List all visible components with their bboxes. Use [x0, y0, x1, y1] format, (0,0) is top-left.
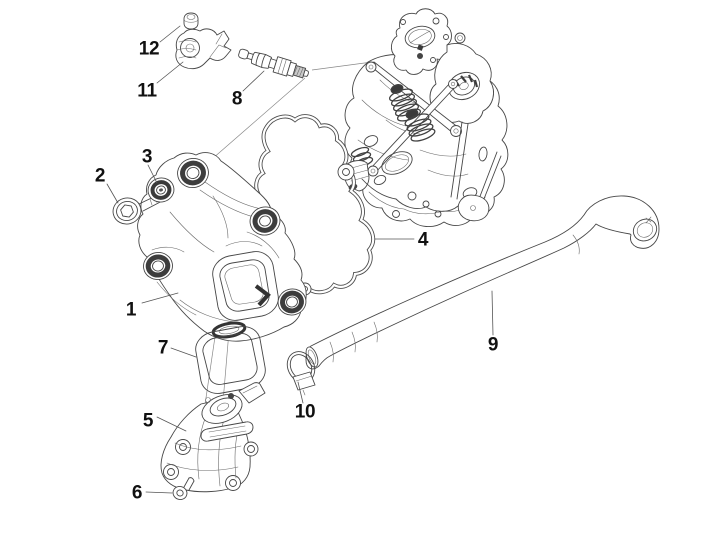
cover-central-opening [212, 251, 279, 321]
cover-grommet-left [143, 252, 173, 280]
part-label-7: 7 [157, 337, 169, 359]
part-label-6: 6 [131, 482, 143, 504]
gasket-bolt-tab [337, 163, 355, 181]
cylinder-head [343, 8, 509, 227]
part-label-10: 10 [294, 401, 316, 423]
head-top-plate [390, 8, 452, 75]
fork-bracket [175, 28, 232, 70]
part-label-1: 1 [125, 299, 137, 321]
cover-grommet-right [249, 206, 281, 236]
cylinder-head-cover [137, 152, 307, 342]
part-label-9: 9 [487, 334, 499, 356]
valve-springs [350, 84, 436, 168]
grommet-washer [147, 177, 175, 203]
leader-lines [106, 25, 494, 494]
part-label-5: 5 [142, 410, 154, 432]
air-box-stub-pipe [238, 382, 266, 404]
breather-hose [305, 195, 660, 370]
gasket-ring [195, 326, 266, 394]
part-label-4: 4 [417, 229, 429, 251]
head-right-struts [450, 121, 502, 222]
secondary-air-box [160, 382, 266, 493]
cap-nut [183, 12, 199, 30]
spark-plug [238, 48, 309, 79]
air-box-screw [172, 477, 195, 501]
cover-grommet-top-left [177, 157, 209, 189]
part-label-12: 12 [138, 38, 160, 60]
part-label-3: 3 [141, 146, 153, 168]
cover-grommet-bottom-right [277, 288, 307, 316]
part-label-8: 8 [231, 88, 243, 110]
part-label-11: 11 [137, 80, 157, 102]
cover-outlet-port [211, 321, 247, 339]
part-label-2: 2 [94, 165, 106, 187]
